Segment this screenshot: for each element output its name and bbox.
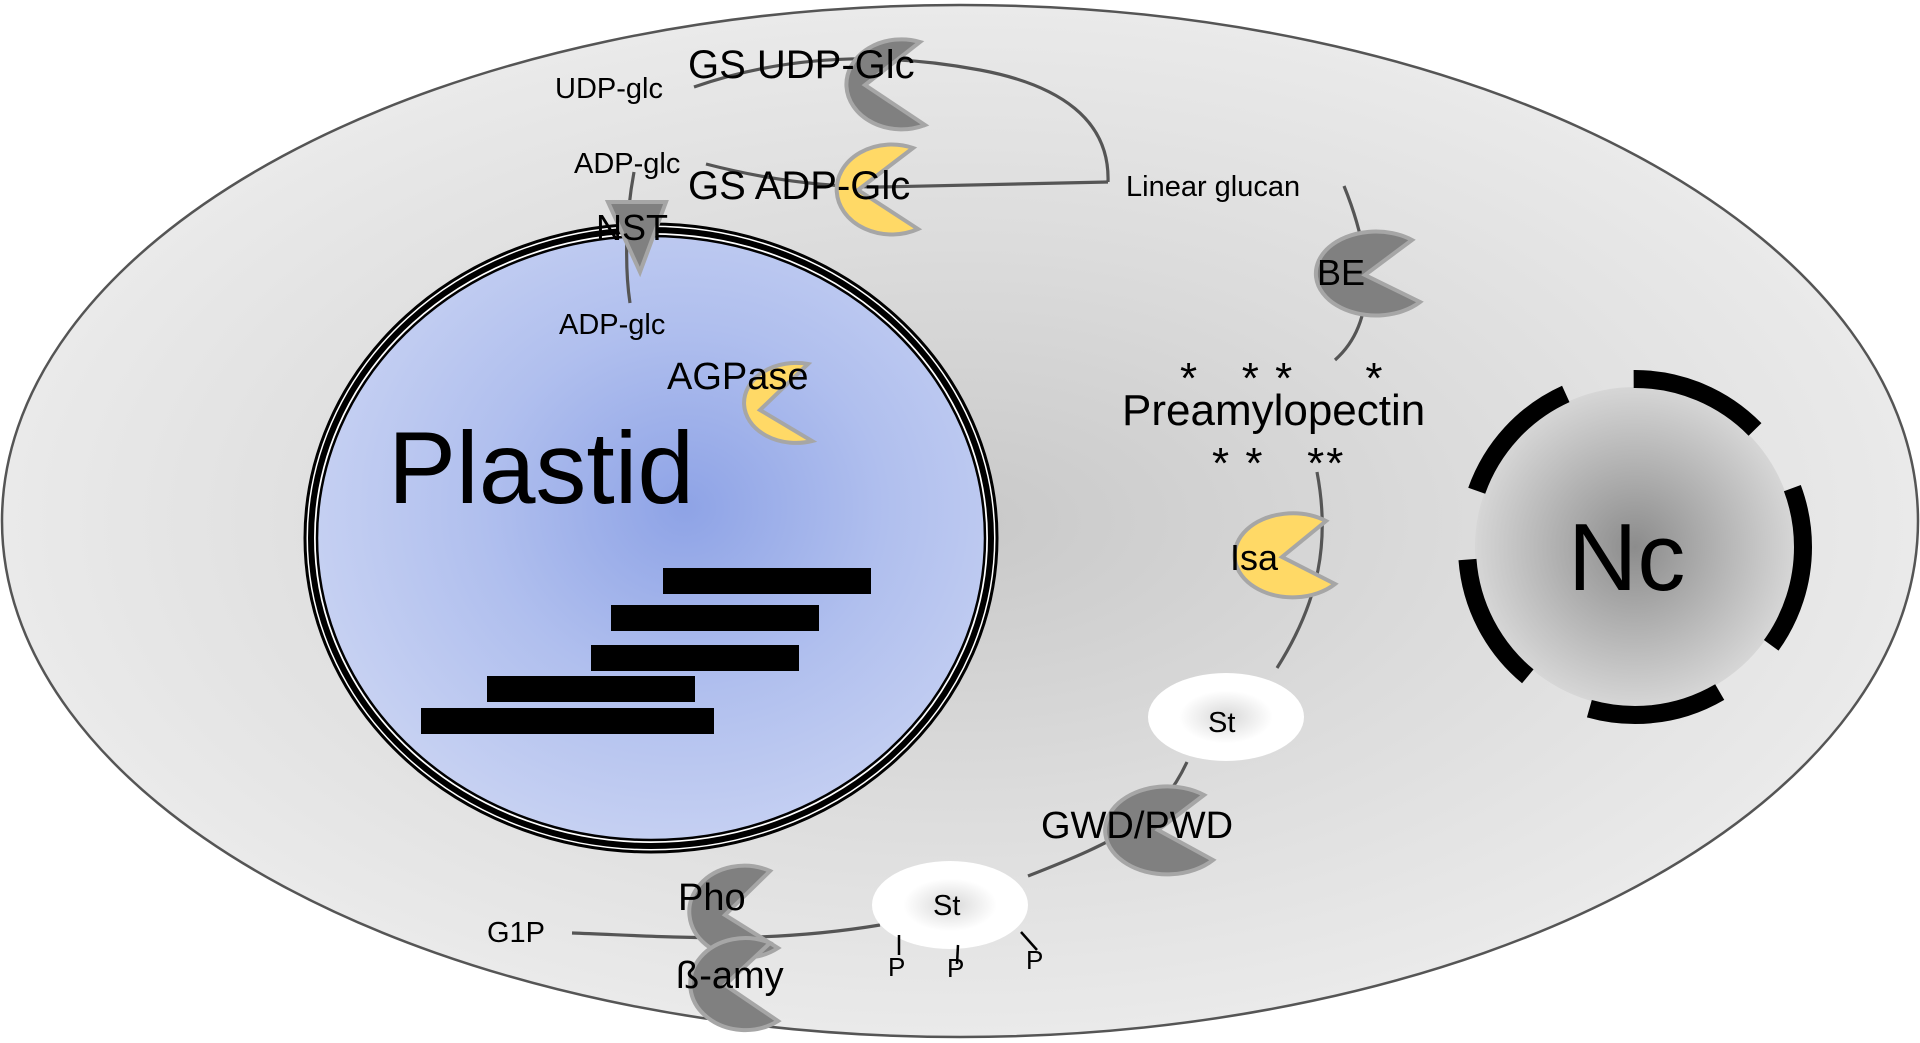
- isa-label: Isa: [1230, 537, 1279, 578]
- preamylopectin-label: Preamylopectin: [1122, 386, 1425, 435]
- starch-bar: [591, 645, 799, 671]
- starch-granule-top: [1148, 673, 1304, 761]
- starch-bar: [611, 605, 819, 631]
- stars-top: * * * *: [1180, 354, 1385, 403]
- g1p-label: G1P: [487, 917, 545, 949]
- starch-bar: [421, 708, 714, 734]
- udp-glc-label: UDP-glc: [555, 73, 663, 105]
- enzyme-be: [1313, 229, 1424, 318]
- linear-glucan-label: Linear glucan: [1126, 171, 1300, 203]
- plastid-label: Plastid: [388, 411, 694, 525]
- starch-bar: [663, 568, 871, 594]
- gs-udp-glc-label: GS UDP-Glc: [688, 43, 915, 87]
- pathway-udp-to-linear: [693, 57, 1110, 183]
- enzyme-gwd-pwd: [1103, 784, 1217, 877]
- pho-label: Pho: [678, 877, 746, 919]
- phosphate-label: P: [1026, 945, 1043, 975]
- starch-granule-bottom: [872, 861, 1028, 949]
- starch-bar: [487, 676, 695, 702]
- stars-bottom: * * **: [1212, 439, 1345, 488]
- phosphate-label: P: [888, 952, 905, 982]
- nucleus: [1458, 370, 1812, 724]
- be-label: BE: [1317, 252, 1365, 293]
- enzyme-nst: [604, 200, 669, 278]
- pathway-preamylopectin-to-starch: [1275, 471, 1324, 669]
- starch-top-label: St: [1208, 707, 1235, 739]
- beta-amy-label: ß-amy: [676, 955, 784, 997]
- enzyme-gs-adp-glc: [834, 142, 923, 237]
- phosphate-label: P: [947, 953, 964, 983]
- nucleus-label: Nc: [1568, 504, 1685, 611]
- gs-adp-glc-label: GS ADP-Glc: [688, 164, 910, 208]
- enzyme-gs-udp-glc: [844, 37, 930, 132]
- gwd-pwd-label: GWD/PWD: [1041, 805, 1233, 847]
- enzyme-isa: [1232, 511, 1339, 600]
- pathway-adp-to-linear: [705, 162, 1109, 189]
- starch-bottom-label: St: [933, 890, 960, 922]
- agpase-label: AGPase: [667, 356, 809, 398]
- enzyme-agpase: [742, 360, 818, 445]
- adp-glc-plastid-label: ADP-glc: [559, 309, 665, 341]
- nst-label: NST: [596, 207, 668, 248]
- plastid: [303, 222, 999, 854]
- enzyme-beta-amy: [688, 936, 782, 1033]
- phosphate-groups: [897, 931, 1038, 965]
- adp-glc-cytosol-label: ADP-glc: [574, 148, 680, 180]
- starch-granule-bars: [421, 568, 871, 734]
